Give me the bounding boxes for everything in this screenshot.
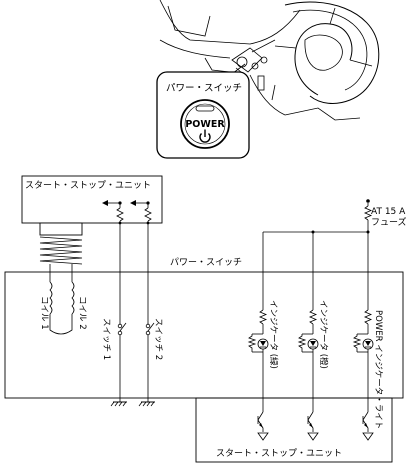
bottom-unit-label: スタート・ストップ・ユニット bbox=[216, 448, 342, 459]
indicator-power: POWER インジケータ・ライト bbox=[352, 272, 383, 429]
dashboard-illustration bbox=[159, 0, 380, 121]
driver-transistors bbox=[257, 411, 374, 441]
indicator-orange: インジケータ (橙) bbox=[297, 272, 329, 412]
solenoid-spring bbox=[39, 222, 83, 272]
fuse: AT 15 A フューズ bbox=[363, 199, 407, 232]
coil-1-label: コイル 1 bbox=[39, 296, 49, 330]
switch-2-label: スイッチ 2 bbox=[153, 318, 163, 360]
ground-icon bbox=[110, 401, 155, 407]
top-start-stop-unit: スタート・ストップ・ユニット bbox=[21, 175, 163, 225]
indicator-green-label: インジケータ (緑) bbox=[268, 300, 279, 369]
switch-1: スイッチ 1 bbox=[101, 272, 127, 402]
power-label: POWER bbox=[185, 119, 225, 130]
indicator-power-label: POWER インジケータ・ライト bbox=[373, 310, 383, 429]
indicator-orange-label: インジケータ (橙) bbox=[318, 300, 329, 369]
indicator-green: インジケータ (緑) bbox=[247, 272, 279, 412]
power-symbol-icon bbox=[199, 129, 211, 143]
steering-wheel bbox=[284, 1, 380, 104]
coils: コイル 1 コイル 2 bbox=[39, 272, 87, 335]
power-switch-box: パワー・スイッチ bbox=[4, 257, 404, 399]
fuse-name: フューズ bbox=[371, 216, 407, 228]
indicator-power-label-text: POWER インジケータ・ライト bbox=[373, 310, 383, 429]
power-switch-callout: パワー・スイッチ POWER bbox=[156, 63, 250, 159]
callout-title: パワー・スイッチ bbox=[166, 83, 242, 94]
power-switch-box-label: パワー・スイッチ bbox=[170, 257, 242, 268]
bottom-start-stop-unit: スタート・ストップ・ユニット bbox=[195, 397, 393, 463]
fuse-rating: AT 15 A bbox=[371, 207, 406, 217]
switch-2: スイッチ 2 bbox=[145, 272, 163, 402]
switch-1-label: スイッチ 1 bbox=[101, 318, 111, 360]
top-unit-label: スタート・ストップ・ユニット bbox=[25, 180, 151, 191]
power-button bbox=[180, 99, 230, 149]
coil-2-label: コイル 2 bbox=[77, 296, 87, 330]
